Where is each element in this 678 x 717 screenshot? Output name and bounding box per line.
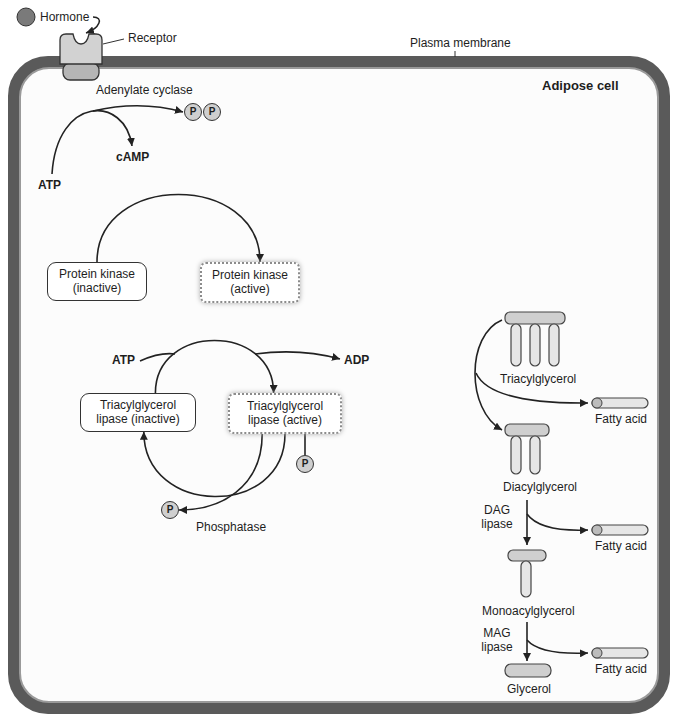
cell-membrane [14,62,664,708]
node-text: Protein kinase (inactive) [54,267,140,296]
reaction-arrow [255,352,340,359]
leader-line [103,39,124,44]
node-text: Protein kinase (active) [208,268,292,297]
fatty-acid-tail [511,436,521,474]
connector [304,434,306,455]
enzyme-box: Triacylglycerol lipase (inactive) [80,393,196,432]
leader-line [455,51,456,57]
enzyme-label: MAG lipase [474,626,520,654]
phosphate-circle: P [184,103,202,121]
molecule-label: Fatty acid [595,662,647,676]
connector [179,434,262,510]
reaction-arrow [475,320,502,430]
glycerol-molecule [505,664,551,677]
molecule-label: cAMP [116,150,149,164]
hormone-molecule [17,8,35,26]
node-text: Triacylglycerol lipase (active) [236,399,334,428]
molecule-label: Triacylglycerol [500,372,576,386]
node-text: P [162,502,178,517]
enzyme-label: Phosphatase [196,520,266,534]
phosphate-circle: P [161,501,179,519]
node-text: Triacylglycerol lipase (inactive) [87,398,189,427]
fatty-acid-tail [549,324,559,366]
reaction-arrow [476,373,588,403]
node-text: P [185,104,201,119]
fatty-acid-molecule [592,398,648,408]
fatty-acid-tail [530,436,540,474]
molecule-label: Hormone [40,10,89,24]
fatty-acid-head [592,525,602,535]
fatty-acid-tail [511,324,521,366]
molecule-label: Fatty acid [595,412,647,426]
glycerol-backbone [505,312,565,324]
glycerol-backbone [505,424,549,436]
part-label: Adenylate cyclase [96,83,193,97]
node-text: Adipose cell [542,78,619,93]
molecule-label: Diacylglycerol [503,480,577,494]
adenylate-cyclase-shape [63,63,99,80]
fatty-acid-molecule [592,648,648,658]
reaction-arrow [93,106,183,112]
receptor-shape [60,34,102,64]
part-label: Plasma membrane [410,36,511,50]
membrane-inner-edge [20,68,658,702]
fatty-acid-tail [530,324,540,366]
reaction-arrow [527,514,588,530]
molecule-label: Glycerol [507,682,551,696]
part-label: Receptor [128,31,177,45]
phosphate-circle: P [203,103,221,121]
fatty-acid-molecule [592,525,648,535]
connector [97,195,260,263]
phosphate-circle: P [296,455,314,473]
enzyme-box: Protein kinase (inactive) [47,262,147,301]
reaction-arrow [526,500,528,545]
molecule-label: ATP [38,178,61,192]
enzyme-box: Protein kinase (active) [200,262,300,303]
connector [144,432,285,497]
reaction-arrow [527,640,588,653]
fatty-acid-head [592,648,602,658]
fatty-acid-head [592,398,602,408]
molecule-label: Fatty acid [595,539,647,553]
molecule-label: ADP [344,353,369,367]
node-text: P [204,104,220,119]
connector [155,341,273,394]
node-text: P [297,456,313,471]
enzyme-label: DAG lipase [474,503,520,531]
glycerol-backbone [508,550,546,561]
molecule-label: ATP [112,353,135,367]
reaction-arrow [52,111,132,174]
fatty-acid-tail [521,561,531,597]
enzyme-box: Triacylglycerol lipase (active) [228,393,342,434]
molecule-label: Monoacylglycerol [482,604,575,618]
